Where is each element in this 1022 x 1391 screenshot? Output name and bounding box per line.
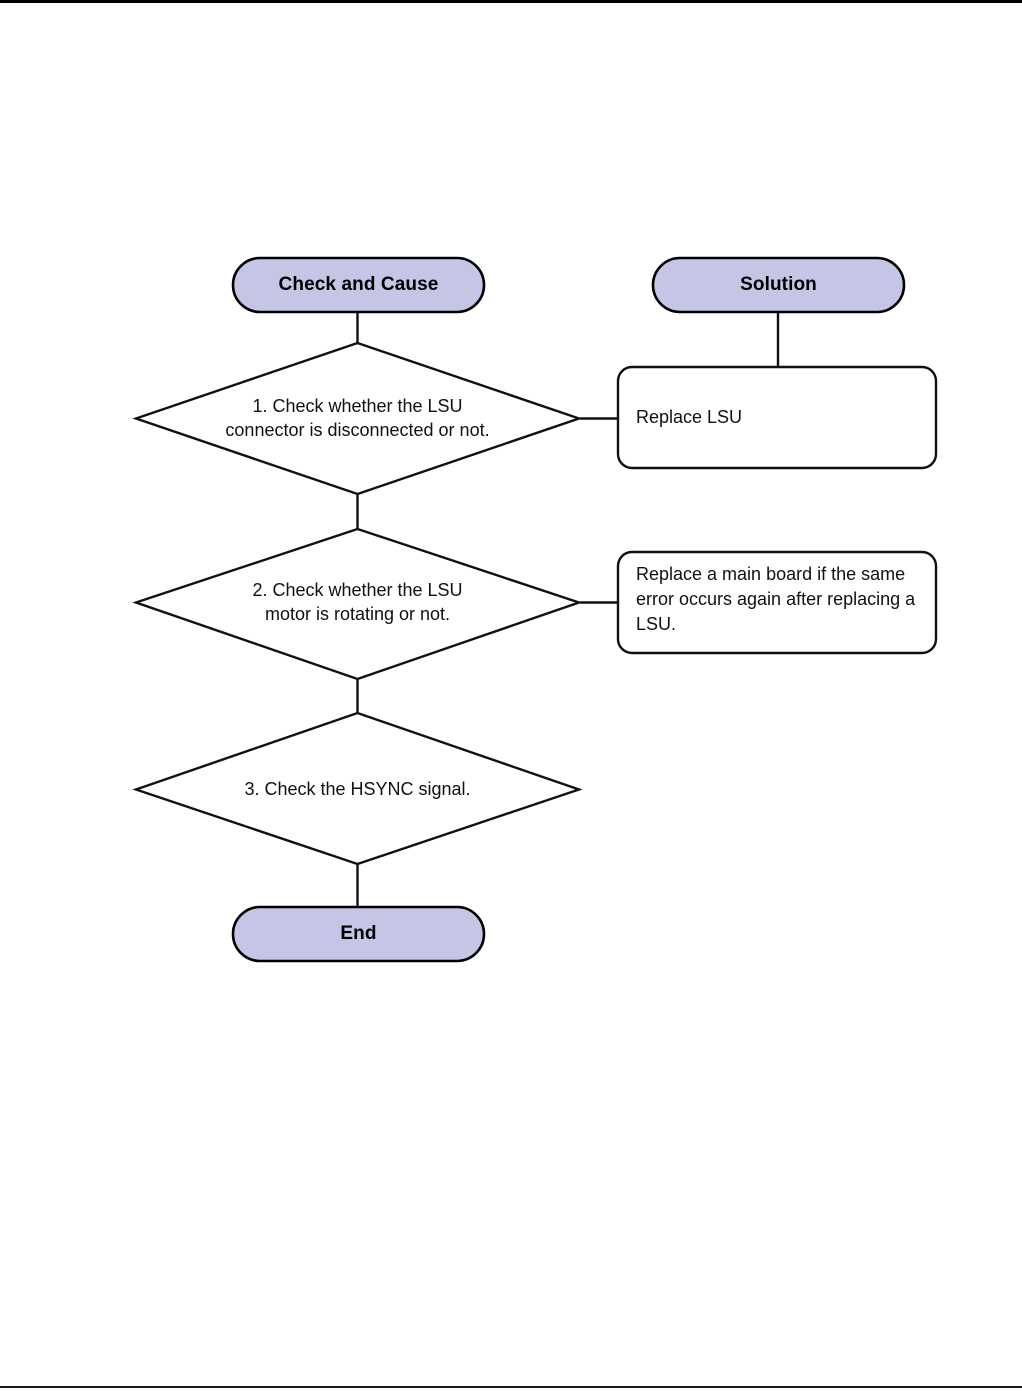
decision-diamond-step-3-shape (132, 711, 583, 866)
process-node-solution-2[interactable] (618, 552, 936, 653)
page-top-edge-band (0, 0, 1022, 3)
terminator-node-end[interactable] (233, 907, 484, 961)
header-pill-solution-shape (651, 256, 906, 314)
header-pill-check-and-cause-shape (231, 256, 486, 314)
header-pill-check-and-cause[interactable] (233, 258, 484, 312)
process-box-solution-1-shape (616, 365, 938, 470)
process-box-solution-2-shape (616, 550, 938, 655)
decision-diamond-step-1-shape (132, 341, 583, 496)
decision-node-step-2[interactable] (136, 529, 579, 680)
decision-node-step-3[interactable] (136, 713, 579, 865)
decision-node-step-1[interactable] (136, 343, 579, 495)
decision-diamond-step-2-shape (132, 527, 583, 681)
page-bottom-edge-rule (0, 1386, 1022, 1388)
process-node-solution-1[interactable] (618, 367, 936, 468)
terminator-pill-end-shape (231, 905, 486, 963)
header-pill-solution[interactable] (653, 258, 904, 312)
